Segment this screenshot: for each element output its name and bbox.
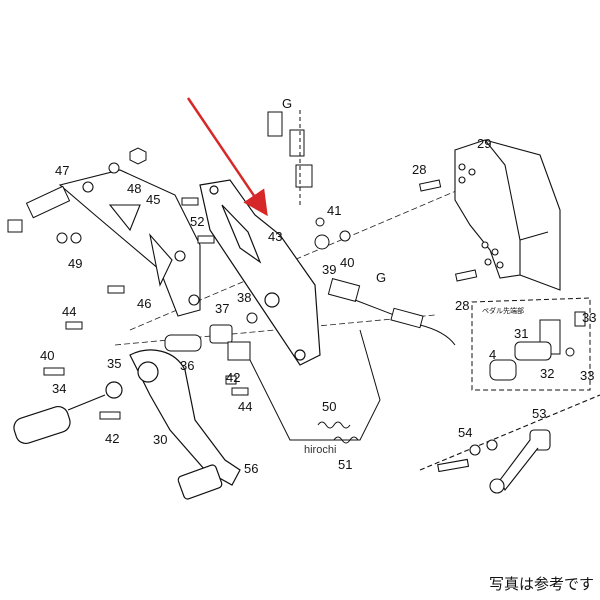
inset-box — [471, 297, 591, 391]
part-label: 29 — [477, 136, 491, 151]
springs — [249, 329, 381, 444]
small-bolts — [107, 197, 215, 294]
inset-note: ペダル先端部 — [482, 306, 524, 315]
part-label: 28 — [412, 162, 426, 177]
part-label: 31 — [514, 326, 528, 341]
linkage-g — [267, 110, 313, 205]
part-label: 42 — [105, 431, 119, 446]
part-label: 42 — [226, 370, 240, 385]
assembly-axis-lines — [114, 184, 471, 346]
pivot-parts — [43, 312, 258, 420]
part-label: 51 — [338, 457, 352, 472]
part-label: 54 — [458, 425, 472, 440]
part-label: 30 — [153, 432, 167, 447]
part-label: G — [376, 270, 386, 285]
shift-pedal-arm — [129, 349, 241, 500]
bolts-28 — [419, 179, 478, 282]
toe-peg-assembly — [419, 394, 600, 494]
part-label: 44 — [62, 304, 76, 319]
red-pointer-arrow — [186, 97, 268, 217]
part-label: 4 — [489, 347, 496, 362]
heel-plate — [58, 169, 201, 317]
shift-rod — [327, 278, 456, 346]
part-label: 32 — [540, 366, 554, 381]
part-label: 49 — [68, 256, 82, 271]
part-label: 39 — [322, 262, 336, 277]
reference-photo-caption: 写真は参考です — [488, 575, 594, 593]
part-label: 44 — [238, 399, 252, 414]
part-label: 38 — [237, 290, 251, 305]
frame-plate — [454, 139, 561, 291]
part-label: G — [282, 96, 292, 111]
part-label: 33 — [580, 368, 594, 383]
part-label: 36 — [180, 358, 194, 373]
part-labels: G 47 48 49 45 52 46 44 40 35 34 42 36 38… — [40, 96, 596, 476]
watermark: hirochi — [304, 444, 337, 456]
part-label: 40 — [40, 348, 54, 363]
part-label: 43 — [268, 229, 282, 244]
part-label: 45 — [146, 192, 160, 207]
spacers-41 — [314, 217, 351, 250]
part-label: 52 — [190, 214, 204, 229]
bolt-48 — [7, 147, 147, 244]
part-label: 50 — [322, 399, 336, 414]
part-label: 56 — [244, 461, 258, 476]
part-label: 48 — [127, 181, 141, 196]
part-label: 53 — [532, 406, 546, 421]
part-label: 35 — [107, 356, 121, 371]
part-label: 37 — [215, 301, 229, 316]
part-label: 33 — [582, 310, 596, 325]
footrest-bracket — [199, 179, 321, 366]
part-label: 47 — [55, 163, 69, 178]
part-label: 41 — [327, 203, 341, 218]
part-label: 40 — [340, 255, 354, 270]
part-label: 46 — [137, 296, 151, 311]
part-label: 28 — [455, 298, 469, 313]
brake-pedal — [13, 381, 123, 445]
part-label: 34 — [52, 381, 66, 396]
